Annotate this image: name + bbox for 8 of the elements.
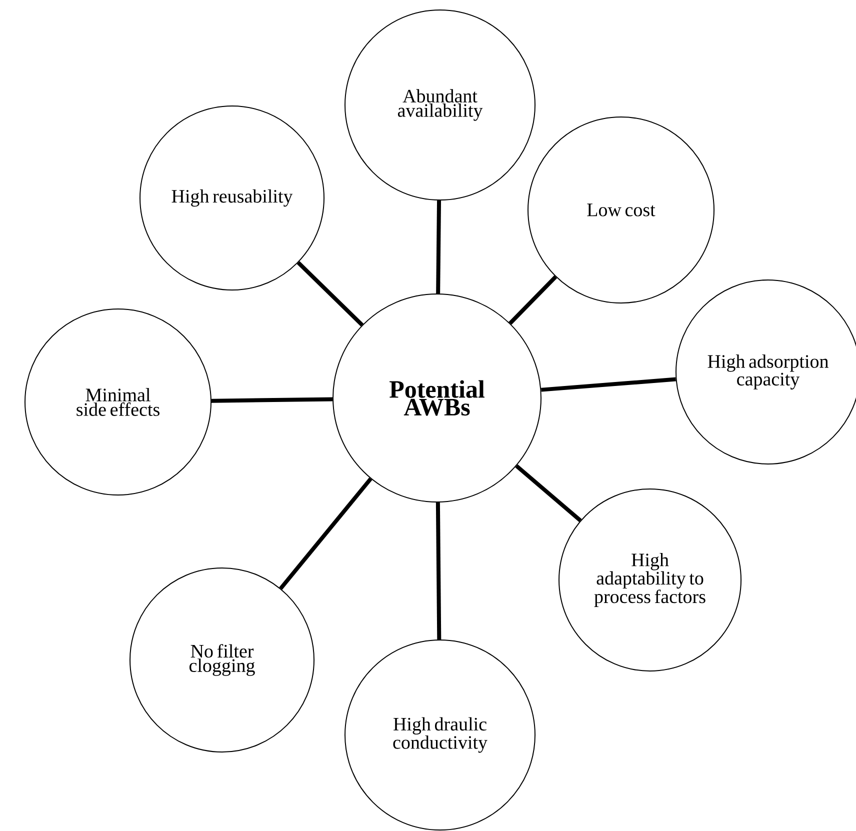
connector-line bbox=[436, 200, 442, 294]
connector-line bbox=[541, 377, 676, 392]
connector-line bbox=[436, 502, 442, 640]
connector-line bbox=[515, 464, 582, 522]
connector-line bbox=[296, 261, 364, 326]
connector-line bbox=[279, 478, 372, 590]
connector-line bbox=[211, 397, 333, 403]
connector-line bbox=[508, 275, 558, 325]
